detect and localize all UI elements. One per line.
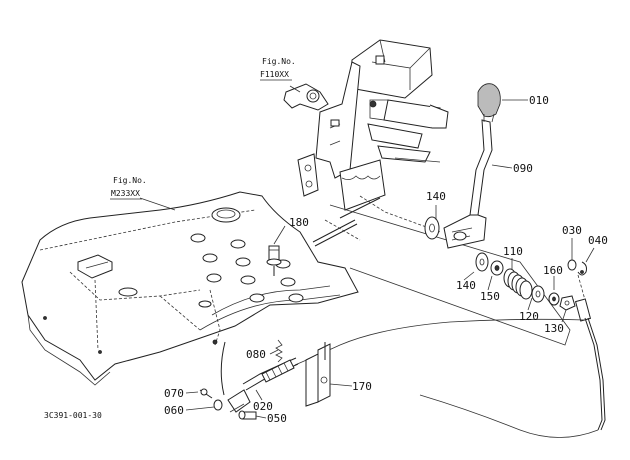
knob-010 xyxy=(477,83,501,123)
pin-070 xyxy=(199,388,213,399)
washer-150 xyxy=(490,260,504,276)
bracket-assembly xyxy=(283,39,449,247)
washer-060 xyxy=(213,399,223,411)
label-170: 170 xyxy=(352,380,372,393)
label-020: 020 xyxy=(253,400,273,413)
label-040: 040 xyxy=(588,234,608,247)
label-160: 160 xyxy=(543,264,563,277)
label-070: 070 xyxy=(164,387,184,400)
clevis xyxy=(220,341,251,413)
label-150: 150 xyxy=(480,290,500,303)
floor-plate xyxy=(21,191,359,386)
fig-ref-code-1: F110XX xyxy=(260,70,289,79)
nut-130 xyxy=(559,295,576,311)
leader-lines xyxy=(139,85,595,419)
bolt-180 xyxy=(266,225,286,276)
cable-assembly xyxy=(294,274,606,438)
label-110: 110 xyxy=(503,245,523,258)
label-130: 130 xyxy=(544,322,564,335)
washer-140-b xyxy=(475,252,489,272)
label-180: 180 xyxy=(289,216,309,229)
spring-110 xyxy=(503,268,533,300)
fig-ref-title-2: Fig.No. xyxy=(113,176,147,185)
label-140-b: 140 xyxy=(456,279,476,292)
figure-code: 3C391-001-30 xyxy=(44,411,102,420)
label-060: 060 xyxy=(164,404,184,417)
washer-160 xyxy=(548,292,560,306)
bracket-170 xyxy=(305,342,331,407)
lever-090 xyxy=(443,119,493,249)
label-080: 080 xyxy=(246,348,266,361)
clip-030-040 xyxy=(567,259,587,276)
washer-120 xyxy=(531,285,545,303)
label-140-a: 140 xyxy=(426,190,446,203)
label-050: 050 xyxy=(267,412,287,425)
cable-end-020 xyxy=(242,357,299,391)
label-090: 090 xyxy=(513,162,533,175)
fig-ref-code-2: M233XX xyxy=(111,189,140,198)
label-120: 120 xyxy=(519,310,539,323)
spring-080 xyxy=(275,339,283,363)
label-030: 030 xyxy=(562,224,582,237)
label-010: 010 xyxy=(529,94,549,107)
pin-050 xyxy=(238,410,257,420)
fig-ref-title-1: Fig.No. xyxy=(262,57,296,66)
washer-140-a xyxy=(424,216,440,240)
